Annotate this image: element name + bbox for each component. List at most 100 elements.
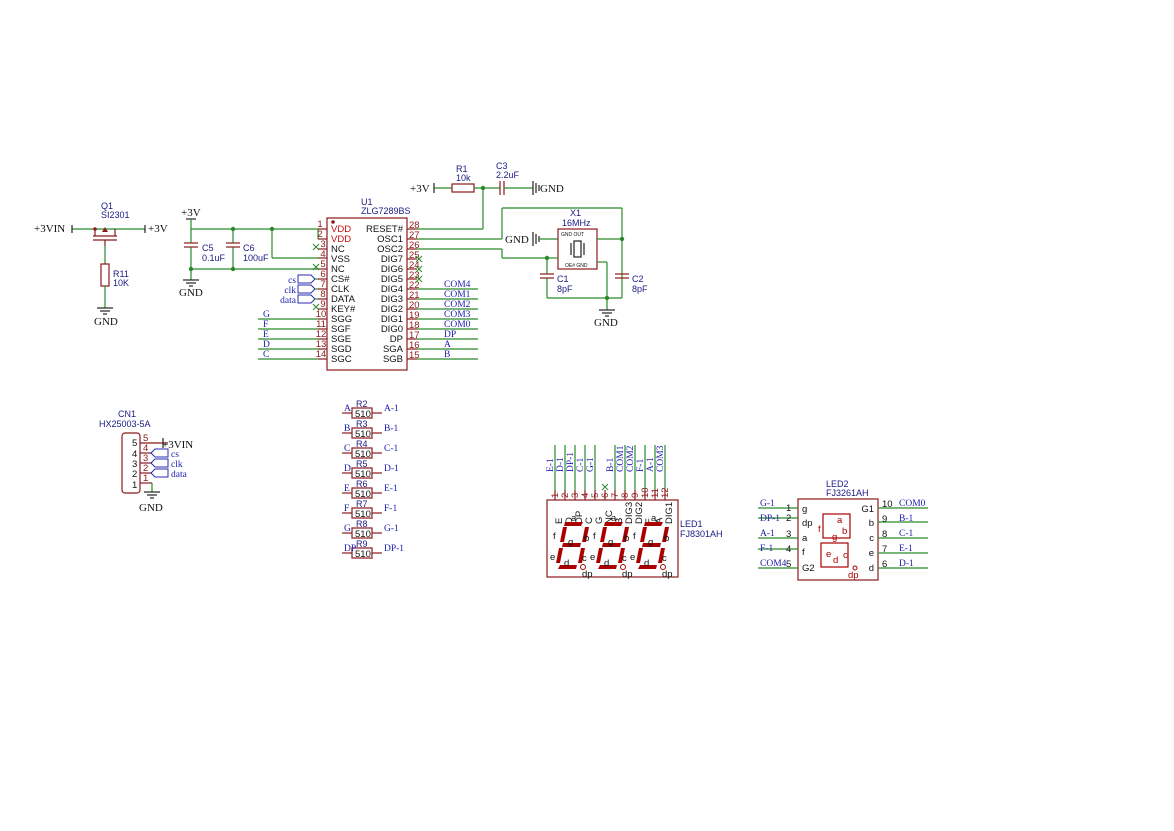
svg-text:E-1: E-1 [546, 458, 556, 472]
svg-text:clk: clk [171, 460, 183, 470]
led1-pin-6: 6NC [600, 483, 615, 524]
svg-text:c: c [869, 533, 874, 544]
u1-left-netlabels: cs clk data G F E D C [258, 274, 318, 360]
svg-text:R3: R3 [356, 419, 368, 429]
svg-text:G2: G2 [802, 563, 815, 574]
led2-body[interactable] [797, 498, 879, 581]
svg-text:DIG1: DIG1 [664, 502, 675, 524]
svg-text:SGG: SGG [331, 314, 352, 325]
svg-text:c: c [843, 550, 848, 561]
svg-text:DP-1: DP-1 [760, 514, 780, 524]
svg-text:e: e [826, 549, 831, 560]
svg-text:15: 15 [409, 350, 420, 361]
svg-text:DP-1: DP-1 [384, 544, 404, 554]
svg-text:DIG1: DIG1 [381, 314, 403, 325]
gnd-cn1-label: GND [139, 502, 163, 514]
r2[interactable]: R2 510 A A-1 [342, 399, 399, 420]
svg-text:a: a [571, 513, 577, 524]
svg-text:7: 7 [610, 493, 621, 498]
svg-text:g: g [568, 537, 573, 548]
svg-text:VDD: VDD [331, 234, 351, 245]
svg-text:3: 3 [143, 453, 148, 464]
svg-text:D: D [564, 517, 575, 524]
r4[interactable]: R4 510 C C-1 [342, 439, 399, 460]
svg-text:E-1: E-1 [899, 544, 913, 554]
svg-text:DIG3: DIG3 [381, 294, 403, 305]
led1-pin-5: 5GG-1 [586, 445, 605, 524]
v3-caps-label: +3V [181, 207, 201, 219]
u1-pin-15: 15 SGB [383, 350, 420, 365]
svg-text:510: 510 [355, 509, 371, 520]
r1-body[interactable] [451, 183, 475, 193]
svg-text:26: 26 [409, 240, 420, 251]
cn1-body[interactable] [121, 432, 141, 494]
svg-text:G: G [594, 517, 605, 524]
svg-text:OSC2: OSC2 [377, 244, 403, 255]
svg-text:9: 9 [630, 493, 641, 498]
svg-text:OSC1: OSC1 [377, 234, 403, 245]
r8[interactable]: R8 510 G G-1 [342, 519, 399, 540]
x1-value: 16MHz [562, 218, 591, 228]
svg-text:DIG2: DIG2 [381, 304, 403, 315]
r9[interactable]: R9 510 DP DP-1 [342, 539, 404, 560]
x1-body[interactable] [557, 228, 598, 270]
q1-mosfet[interactable] [93, 227, 117, 246]
svg-text:4: 4 [143, 443, 148, 454]
svg-text:C: C [584, 517, 595, 524]
led1-body[interactable] [546, 499, 679, 578]
svg-text:R9: R9 [356, 539, 368, 549]
svg-text:25: 25 [409, 250, 420, 261]
svg-text:COM1: COM1 [616, 445, 626, 472]
svg-text:C: C [263, 350, 269, 360]
svg-text:f: f [802, 547, 805, 558]
r3[interactable]: R3 510 B B-1 [342, 419, 399, 440]
svg-text:1: 1 [317, 219, 322, 230]
svg-text:COM4: COM4 [444, 280, 471, 290]
svg-text:14: 14 [316, 349, 327, 360]
svg-text:COM0: COM0 [899, 499, 926, 509]
svg-text:data: data [171, 470, 188, 480]
cn1-ref: CN1 [118, 409, 136, 419]
svg-text:A-1: A-1 [384, 404, 399, 414]
r7[interactable]: R7 510 F F-1 [342, 499, 397, 520]
cn1-connector[interactable]: CN1 HX25003-5A 5 4 3 2 1 5 4 3 2 1 +3VIN… [99, 409, 193, 514]
svg-text:R5: R5 [356, 459, 368, 469]
svg-text:b: b [664, 533, 669, 544]
svg-text:COM3: COM3 [656, 445, 666, 472]
svg-text:DP: DP [444, 330, 456, 340]
resistor-array: R2 510 A A-1 R3 510 B B-1 R4 510 C C-1 [342, 399, 404, 560]
svg-text:6: 6 [600, 493, 611, 498]
svg-text:SGF: SGF [331, 324, 351, 335]
svg-text:4: 4 [320, 249, 325, 260]
svg-text:24: 24 [409, 260, 420, 271]
r5[interactable]: R5 510 D D-1 [342, 459, 399, 480]
svg-text:dp: dp [662, 569, 673, 580]
svg-text:C-1: C-1 [576, 458, 586, 473]
svg-text:5: 5 [786, 559, 791, 570]
svg-text:dp: dp [802, 518, 813, 529]
r11-body[interactable] [100, 263, 110, 287]
svg-text:SGB: SGB [383, 354, 403, 365]
svg-text:A-1: A-1 [646, 457, 656, 472]
svg-text:F: F [263, 320, 268, 330]
svg-text:3: 3 [570, 493, 581, 498]
u1-body[interactable] [326, 217, 408, 371]
c2-value: 8pF [632, 284, 648, 294]
svg-text:d: d [869, 563, 874, 574]
svg-text:DIG2: DIG2 [634, 502, 645, 524]
svg-text:e: e [590, 552, 595, 563]
svg-text:c: c [662, 553, 667, 564]
r6[interactable]: R6 510 E E-1 [342, 479, 398, 500]
svg-text:G1: G1 [861, 504, 874, 515]
svg-text:10: 10 [640, 487, 651, 498]
gnd-c3-label: GND [540, 183, 564, 195]
